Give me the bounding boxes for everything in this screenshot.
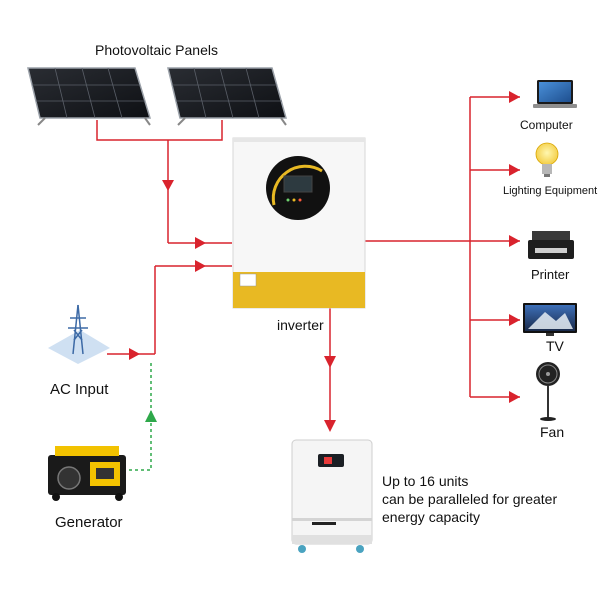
printer-icon	[528, 231, 574, 259]
solar-panel-right	[167, 67, 287, 126]
arrowheads	[129, 91, 520, 432]
generator-icon	[48, 446, 126, 501]
grid-tower-icon	[48, 304, 110, 364]
generator-label: Generator	[55, 514, 123, 531]
battery-note-line: energy capacity	[382, 509, 481, 525]
battery-note: Up to 16 units can be paralleled for gre…	[382, 472, 582, 526]
solar-panel-left	[27, 67, 152, 126]
fan-icon	[536, 362, 560, 421]
load-label-fan: Fan	[540, 424, 565, 440]
inverter-unit	[232, 137, 366, 309]
laptop-icon	[533, 80, 577, 108]
inverter-label: inverter	[277, 317, 324, 333]
load-label-computer: Computer	[520, 118, 573, 132]
ac-input-label: AC Input	[50, 381, 109, 398]
battery-unit	[291, 439, 373, 553]
load-label-printer: Printer	[531, 267, 570, 282]
solar-panels-label: Photovoltaic Panels	[95, 42, 218, 58]
battery-note-line: can be paralleled for greater	[382, 491, 558, 507]
battery-note-line: Up to 16 units	[382, 473, 469, 489]
light-bulb-icon	[535, 142, 559, 177]
load-label-lighting: Lighting Equipment	[503, 185, 598, 197]
generator-line	[129, 360, 157, 471]
load-label-tv: TV	[546, 338, 564, 354]
tv-icon	[523, 303, 577, 336]
